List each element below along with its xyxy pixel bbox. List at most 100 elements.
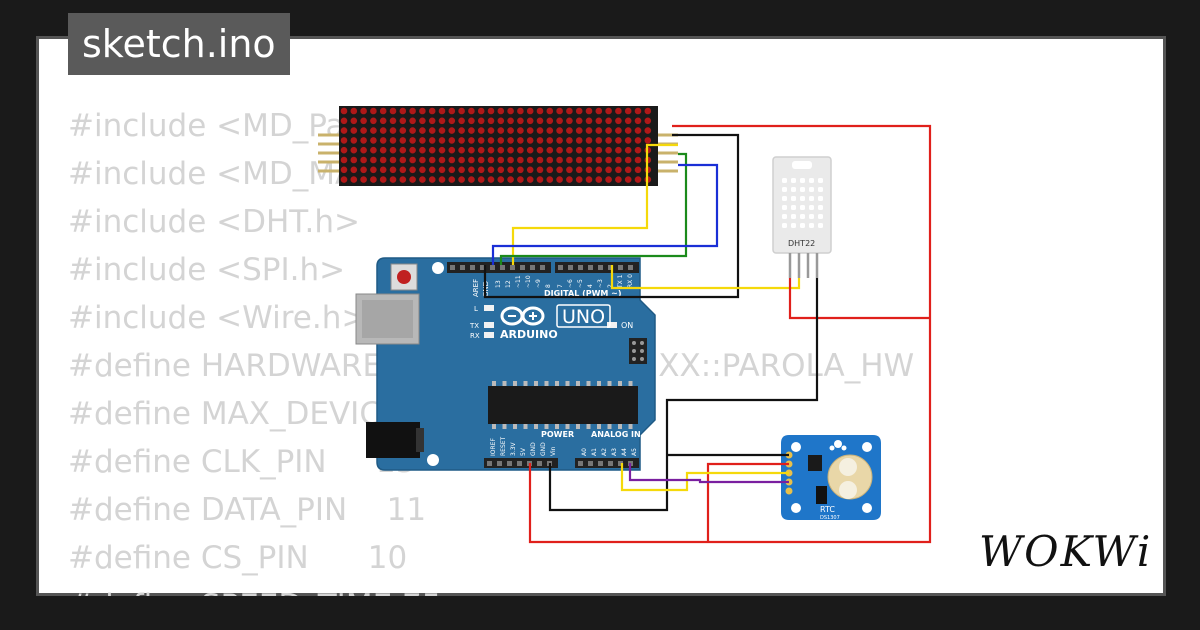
- digital-pin-label: ~3: [597, 279, 604, 288]
- analog-pin-label: A4: [621, 448, 628, 456]
- code-line: #include <SPI.h>: [68, 252, 346, 288]
- rtc-battery-contact: [839, 458, 857, 476]
- led-rx: [484, 332, 494, 338]
- wire-yellow-din: [511, 143, 678, 265]
- digital-header-right: [555, 262, 639, 273]
- power-pin-label: 5V: [520, 447, 527, 456]
- digital-pin-label: ~5: [577, 279, 584, 288]
- rtc-mount-hole: [862, 503, 872, 513]
- power-jack: [366, 422, 420, 458]
- power-pin-label: 3.3V: [510, 441, 517, 456]
- atmega-chip: [488, 386, 638, 424]
- reset-button-cap: [397, 270, 411, 284]
- wokwi-logo: WOKWi: [979, 527, 1150, 576]
- led-l: [484, 305, 494, 311]
- digital-pin-holes: [450, 265, 633, 270]
- led-l-label: L: [474, 305, 478, 313]
- icsp-pins: [632, 341, 644, 361]
- rtc-chip: [808, 455, 822, 471]
- wire-yellow-sda: [620, 463, 789, 492]
- led-matrix[interactable]: [318, 106, 678, 186]
- analog-pin-label: A5: [631, 448, 638, 456]
- mount-hole: [427, 454, 439, 466]
- digital-pin-label: 2: [607, 284, 614, 288]
- code-line: #define CS_PIN 10: [68, 540, 408, 576]
- code-line: #include <Wire.h>: [68, 300, 368, 336]
- digital-pin-label: ~9: [535, 279, 542, 288]
- dht22-label: DHT22: [788, 239, 815, 248]
- led-tx-label: TX: [469, 322, 479, 330]
- power-label: POWER: [541, 430, 574, 439]
- arduino-brand-label: ARDUINO: [500, 328, 558, 341]
- digital-header-left: [447, 262, 551, 273]
- digital-pin-label: ~11: [515, 275, 522, 288]
- wire-red-dht: [788, 278, 930, 320]
- power-pin-label: GND: [530, 442, 537, 456]
- rtc-label: RTC: [820, 505, 835, 514]
- digital-pin-label: ~6: [567, 279, 574, 288]
- mount-hole: [432, 262, 444, 274]
- wire-red-rtc: [706, 462, 789, 542]
- file-tab[interactable]: sketch.ino: [68, 13, 290, 75]
- chip-legs: [492, 381, 633, 429]
- power-jack-edge: [416, 428, 424, 452]
- code-line: #define DATA_PIN 11: [68, 492, 427, 528]
- digital-pin-label: 4: [587, 284, 594, 288]
- analog-header: [575, 458, 639, 468]
- power-pin-label: GND: [540, 442, 547, 456]
- digital-pin-label: 7: [557, 284, 564, 288]
- analog-pin-label: A3: [611, 448, 618, 456]
- analog-label: ANALOG IN: [591, 430, 641, 439]
- code-line: #define SPEED_TIME 75: [68, 582, 968, 596]
- wokwi-logo-text: WOKWi: [979, 527, 1150, 576]
- rtc-module[interactable]: RTC DS1307: [781, 435, 881, 521]
- code-background: #include <MD_Parola.h>#include <MD_MAX72…: [68, 102, 968, 596]
- wires: [483, 124, 932, 544]
- digital-pin-label: 13: [495, 280, 502, 288]
- wire-green-cs: [499, 152, 688, 265]
- led-tx: [484, 322, 494, 328]
- digital-pin-label: ~10: [525, 275, 532, 288]
- rtc-battery-contact: [839, 481, 857, 499]
- analog-pin-label: A0: [581, 448, 588, 456]
- power-pin-label: RESET: [500, 436, 507, 456]
- rtc-crystal: [816, 486, 827, 504]
- aref-label: AREF: [472, 279, 480, 297]
- wire-red-vcc: [528, 124, 932, 544]
- code-line: #include <DHT.h>: [68, 204, 361, 240]
- dht22-grille: [782, 178, 823, 228]
- rtc-mount-hole: [862, 442, 872, 452]
- analog-pin-label: A2: [601, 448, 608, 456]
- digital-pin-label: RX 0: [627, 274, 634, 288]
- wire-blue-clk: [491, 163, 719, 265]
- rtc-mount-hole: [791, 442, 801, 452]
- digital-pin-label: TX 1: [617, 274, 624, 289]
- rtc-mount-hole: [791, 503, 801, 513]
- power-pin-label: IOREF: [490, 438, 497, 456]
- dht22-sensor[interactable]: DHT22: [772, 156, 832, 278]
- icsp-header: [629, 338, 647, 364]
- uno-box: [556, 304, 611, 328]
- dht22-legs: [788, 253, 819, 278]
- adafruit-flower-icon: [829, 440, 847, 451]
- digital-label: DIGITAL (PWM ~): [544, 289, 622, 298]
- digital-pin-label: 12: [505, 280, 512, 288]
- digital-pin-label: 8: [545, 284, 552, 288]
- wire-yellow-dht: [610, 265, 801, 290]
- code-line: #define CLK_PIN 13: [68, 444, 416, 480]
- dht22-slot: [792, 161, 812, 169]
- led-on: [607, 322, 617, 328]
- wire-black-gnd: [483, 133, 740, 299]
- arduino-infinity-icon: [500, 306, 545, 326]
- uno-label: UNO: [562, 306, 605, 328]
- analog-pin-label: A1: [591, 448, 598, 456]
- led-on-label: ON: [621, 321, 633, 330]
- usb-port-inner: [362, 300, 413, 338]
- rtc-chip-label: DS1307: [820, 515, 840, 521]
